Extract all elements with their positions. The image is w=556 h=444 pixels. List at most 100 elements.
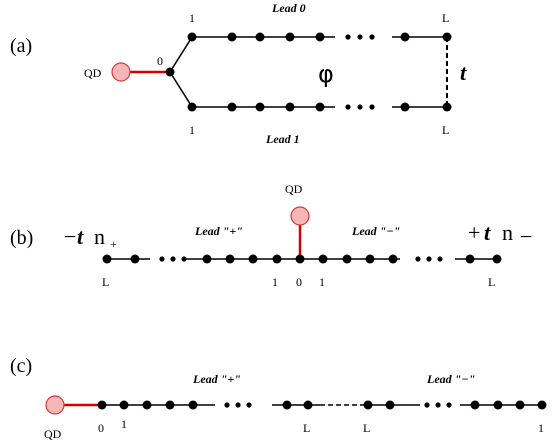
site <box>130 254 140 264</box>
site-junction <box>165 67 175 77</box>
site <box>272 254 282 264</box>
ellipsis-dot <box>357 34 363 40</box>
right-n-sub: − <box>520 224 532 249</box>
lead-minus-label: Lead "−" <box>426 372 475 386</box>
site <box>285 32 295 42</box>
site <box>119 400 129 410</box>
site <box>492 254 502 264</box>
right-t: t <box>484 220 491 245</box>
ellipsis-dot <box>424 402 430 408</box>
site-label-L-top: L <box>442 11 449 25</box>
ellipsis-dot <box>446 402 452 408</box>
site <box>442 32 452 42</box>
site <box>188 400 198 410</box>
ellipsis-dot <box>224 402 230 408</box>
quantum-dot <box>290 206 310 226</box>
lead0-label: Lead 0 <box>271 1 306 15</box>
site <box>227 102 237 112</box>
site-label-1-left: 1 <box>272 275 278 289</box>
ellipsis-dot <box>437 256 443 262</box>
site <box>255 102 265 112</box>
site-0 <box>97 400 107 410</box>
site <box>315 32 325 42</box>
site-label-L-b: L <box>363 421 370 435</box>
quantum-dot <box>45 395 65 415</box>
qd-label: QD <box>44 427 62 441</box>
ellipsis-dot <box>235 402 241 408</box>
ellipsis-dot <box>345 34 351 40</box>
site <box>187 102 197 112</box>
site <box>102 254 112 264</box>
qd-label: QD <box>285 182 303 196</box>
ellipsis-dot <box>181 256 187 262</box>
ellipsis-dot <box>246 402 252 408</box>
site <box>470 400 480 410</box>
qd-label: QD <box>84 66 102 80</box>
ellipsis-dot <box>345 104 351 110</box>
site-label-L-right: L <box>488 275 495 289</box>
site <box>365 254 375 264</box>
site <box>442 102 452 112</box>
lead-minus-label: Lead "−" <box>351 224 400 238</box>
panel-c-label: (c) <box>10 355 32 377</box>
site <box>187 32 197 42</box>
panel-a: (a) <box>10 1 467 146</box>
left-n-sub: + <box>110 237 117 251</box>
ellipsis-dot <box>357 104 363 110</box>
site <box>142 400 152 410</box>
site <box>363 400 373 410</box>
left-sign: − <box>64 224 76 249</box>
site-label-0: 0 <box>157 54 163 68</box>
site-label-1-top: 1 <box>189 11 195 25</box>
site <box>315 102 325 112</box>
right-n: n <box>502 220 513 245</box>
site <box>537 400 547 410</box>
panel-c: (c) Lead "+" Lead "−" QD <box>10 355 547 441</box>
left-n: n <box>94 224 105 249</box>
site-label-1-right: 1 <box>538 421 544 435</box>
panel-b-label: (b) <box>10 227 33 249</box>
site-label-1-right: 1 <box>319 275 325 289</box>
ellipsis-dot <box>159 256 165 262</box>
ellipsis-dot <box>435 402 441 408</box>
branch-upper <box>169 36 193 73</box>
quantum-dot <box>111 62 131 82</box>
site <box>303 400 313 410</box>
site <box>165 400 175 410</box>
site-label-L-bottom: L <box>442 123 449 137</box>
site-0 <box>295 254 305 264</box>
site <box>400 32 410 42</box>
ellipsis-dot <box>426 256 432 262</box>
site <box>318 254 328 264</box>
site <box>227 32 237 42</box>
site <box>342 254 352 264</box>
site-label-L-left: L <box>102 275 109 289</box>
site-label-1-bottom: 1 <box>189 123 195 137</box>
site <box>493 400 503 410</box>
flux-symbol: φ <box>318 60 334 88</box>
site <box>255 32 265 42</box>
ellipsis-dot <box>170 256 176 262</box>
ellipsis-dot <box>369 34 375 40</box>
lead1-label: Lead 1 <box>265 132 300 146</box>
coupling-t: t <box>460 60 467 85</box>
site-label-0: 0 <box>296 275 302 289</box>
site <box>248 254 258 264</box>
site-label-1-left: 1 <box>121 417 127 431</box>
site <box>282 400 292 410</box>
lead-plus-label: Lead "+" <box>192 372 241 386</box>
site-label-0: 0 <box>98 421 104 435</box>
site-label-L-a: L <box>303 421 310 435</box>
site <box>400 102 410 112</box>
site <box>385 400 395 410</box>
ellipsis-dot <box>369 104 375 110</box>
site <box>202 254 212 264</box>
lead-plus-label: Lead "+" <box>194 224 243 238</box>
left-t: t <box>77 224 84 249</box>
right-sign: + <box>468 220 480 245</box>
site <box>225 254 235 264</box>
site <box>388 254 398 264</box>
ellipsis-dot <box>415 256 421 262</box>
panel-a-label: (a) <box>10 35 32 57</box>
